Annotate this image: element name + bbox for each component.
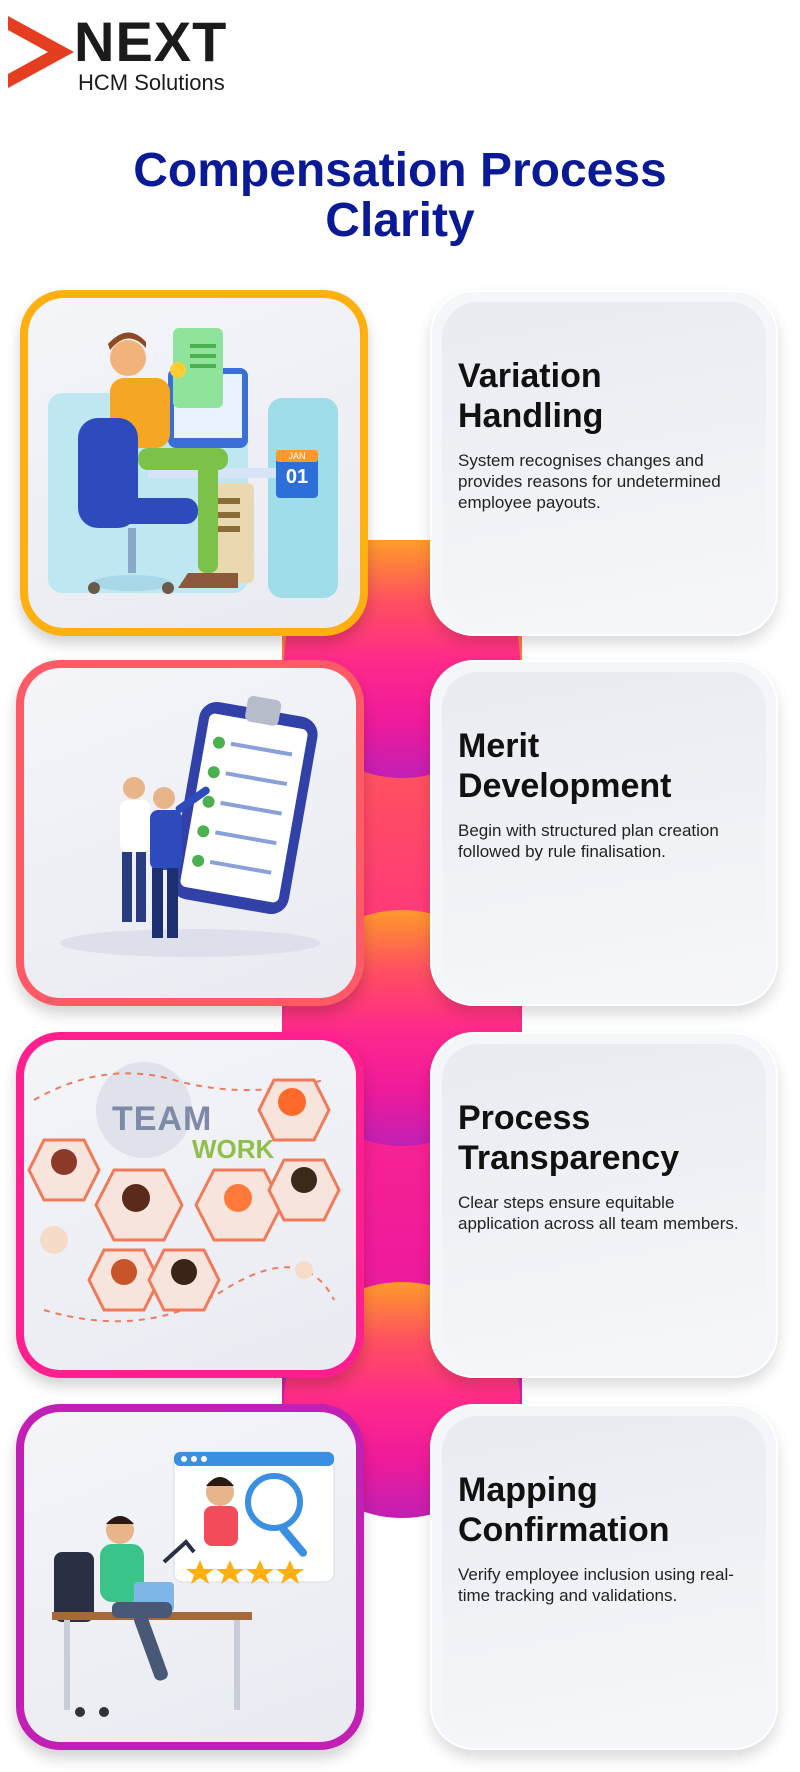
card-4-title: Mapping Confirmation	[458, 1471, 670, 1549]
page-title-line1: Compensation Process	[133, 144, 667, 197]
card-4-text-panel: Mapping Confirmation Verify employee inc…	[430, 1404, 778, 1750]
card-3-description: Clear steps ensure equitable application…	[458, 1193, 739, 1233]
card-3-title: Process Transparency	[458, 1099, 680, 1177]
calendar-icon	[276, 450, 318, 498]
brand-subtitle: HCM Solutions	[78, 70, 225, 95]
page-title: Compensation Process Clarity	[0, 146, 800, 246]
card-4-description: Verify employee inclusion using real-tim…	[458, 1565, 734, 1605]
page-title-line2: Clarity	[325, 194, 475, 247]
card-2-description: Begin with structured plan creation foll…	[458, 821, 719, 861]
card-3-illustration: TEAM WORK	[24, 1040, 356, 1370]
card-2-image-frame	[16, 660, 364, 1006]
card-2-illustration	[24, 668, 356, 998]
logo-chevron-icon	[8, 16, 74, 88]
card-2-text-panel: Merit Development Begin with structured …	[430, 660, 778, 1006]
card-3-image-frame: TEAM WORK	[16, 1032, 364, 1378]
card-1-title: Variation Handling	[458, 357, 604, 435]
card-4-image-frame	[16, 1404, 364, 1750]
calendar-day: 01	[285, 466, 309, 488]
card-1-image-frame: JAN 01	[20, 290, 368, 636]
brand-word: NEXT	[74, 10, 228, 73]
card-1-text-panel: Variation Handling System recognises cha…	[430, 290, 778, 636]
brand-logo: NEXT HCM Solutions	[8, 10, 248, 95]
rating-stars-icon	[186, 1560, 304, 1584]
card-3-text-panel: Process Transparency Clear steps ensure …	[430, 1032, 778, 1378]
image-text-work: WORK	[192, 1134, 275, 1164]
image-text-team: TEAM	[112, 1100, 213, 1138]
card-1-description: System recognises changes and provides r…	[458, 451, 721, 512]
calendar-month: JAN	[288, 451, 306, 461]
card-4-illustration	[24, 1412, 356, 1742]
card-1-illustration: JAN 01	[28, 298, 360, 628]
card-2-title: Merit Development	[458, 727, 672, 805]
